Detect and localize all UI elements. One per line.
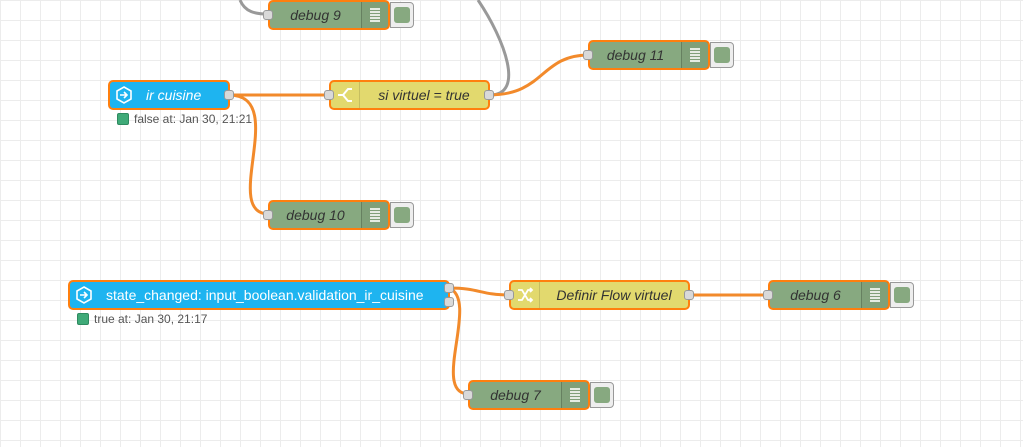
debug-node-9[interactable]: debug 9 (268, 0, 390, 30)
list-icon (361, 2, 388, 28)
output-port[interactable] (484, 90, 494, 100)
event-node-state-changed[interactable]: state_changed: input_boolean.validation_… (68, 280, 450, 310)
debug-node-11[interactable]: debug 11 (588, 40, 710, 70)
debug-node-6[interactable]: debug 6 (768, 280, 890, 310)
status-dot (117, 113, 129, 125)
wire-to-switch-output[interactable] (476, 0, 511, 97)
list-icon (561, 382, 588, 408)
wire-state-to-debug7[interactable] (448, 286, 470, 396)
wire-switch-to-debug11[interactable] (488, 53, 590, 97)
event-node-label: ir cuisine (146, 87, 202, 103)
switch-node-label: si virtuel = true (378, 87, 470, 103)
status-text: true at: Jan 30, 21:17 (94, 312, 208, 326)
output-port-1[interactable] (444, 283, 454, 293)
input-port[interactable] (324, 90, 334, 100)
debug-node-label: debug 11 (606, 47, 665, 63)
debug-toggle-button[interactable] (890, 282, 914, 308)
output-port[interactable] (684, 290, 694, 300)
status-dot (77, 313, 89, 325)
switch-icon (331, 82, 360, 108)
change-node[interactable]: Definir Flow virtuel (509, 280, 690, 310)
node-status: false at: Jan 30, 21:21 (117, 112, 252, 126)
debug-toggle-button[interactable] (590, 382, 614, 408)
input-port[interactable] (763, 290, 773, 300)
event-node-label: state_changed: input_boolean.validation_… (106, 287, 424, 303)
node-status: true at: Jan 30, 21:17 (77, 312, 207, 326)
debug-toggle-button[interactable] (710, 42, 734, 68)
debug-toggle-button[interactable] (390, 2, 414, 28)
shuffle-icon (511, 282, 540, 308)
input-port[interactable] (504, 290, 514, 300)
status-text: false at: Jan 30, 21:21 (134, 112, 253, 126)
arrow-right-circle-icon (70, 282, 98, 308)
debug-node-label: debug 6 (790, 287, 841, 303)
debug-toggle-button[interactable] (390, 202, 414, 228)
list-icon (361, 202, 388, 228)
input-port[interactable] (263, 10, 273, 20)
input-port[interactable] (583, 50, 593, 60)
arrow-right-circle-icon (110, 82, 138, 108)
input-port[interactable] (263, 210, 273, 220)
output-port-2[interactable] (444, 297, 454, 307)
list-icon (681, 42, 708, 68)
wire-ir-cuisine-to-debug10[interactable] (228, 93, 270, 216)
debug-node-label: debug 9 (290, 7, 341, 23)
debug-node-label: debug 7 (490, 387, 541, 403)
debug-node-label: debug 10 (286, 207, 345, 223)
switch-node[interactable]: si virtuel = true (329, 80, 490, 110)
wire-state-to-change[interactable] (448, 286, 511, 297)
event-node-ir-cuisine[interactable]: ir cuisine (108, 80, 230, 110)
debug-node-10[interactable]: debug 10 (268, 200, 390, 230)
input-port[interactable] (463, 390, 473, 400)
output-port[interactable] (224, 90, 234, 100)
debug-node-7[interactable]: debug 7 (468, 380, 590, 410)
change-node-label: Definir Flow virtuel (556, 287, 672, 303)
list-icon (861, 282, 888, 308)
